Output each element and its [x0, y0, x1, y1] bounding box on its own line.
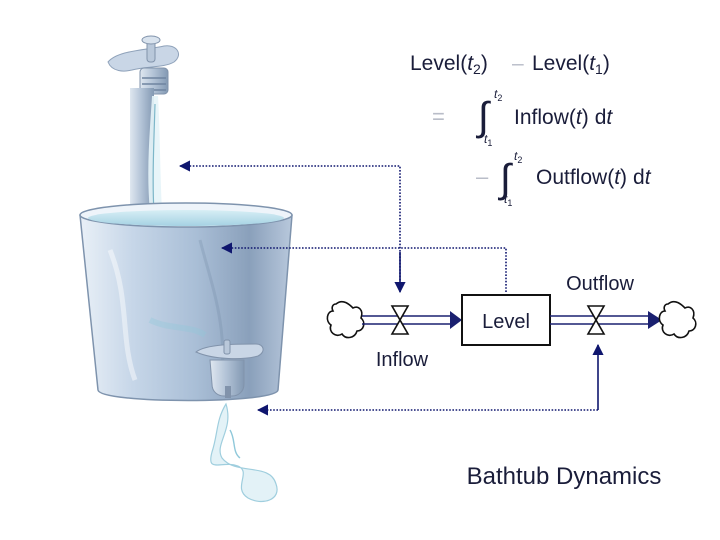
level-stock-box — [461, 294, 551, 346]
inflow-source-cloud-icon — [326, 300, 365, 339]
equation-level-t2: Level(t2) — [410, 52, 488, 77]
upper-limit-inflow: t2 — [494, 87, 502, 103]
equation-equals: = — [432, 104, 445, 129]
level-stock-label: Level — [482, 311, 530, 333]
integral-sign-outflow: ∫ — [498, 157, 514, 201]
outflow-valve-icon — [586, 305, 606, 335]
equation-minus-outflow: – — [476, 164, 489, 189]
inflow-valve-icon — [390, 305, 410, 335]
lower-limit-outflow: t1 — [504, 192, 512, 208]
outflow-pipe — [550, 311, 662, 329]
outflow-to-drain-link — [256, 343, 604, 416]
inflow-term: Inflow(t)dt — [514, 106, 613, 129]
water-stream — [148, 96, 162, 213]
outflow-label: Outflow — [566, 273, 634, 295]
bathtub-icon — [79, 202, 293, 402]
outflow-term: Outflow(t)dt — [536, 166, 652, 189]
upper-limit-outflow: t2 — [514, 149, 522, 165]
inflow-label: Inflow — [376, 349, 429, 371]
equation-minus: – — [512, 52, 524, 75]
faucet-top-icon — [107, 35, 179, 208]
integral-sign-inflow: ∫ — [476, 95, 492, 139]
outflow-sink-cloud-icon — [658, 300, 697, 339]
diagram-title: Bathtub Dynamics — [467, 463, 662, 490]
inflow-pipe — [362, 311, 462, 329]
puddle-icon — [210, 402, 278, 503]
lower-limit-inflow: t1 — [484, 132, 492, 148]
equation-level-t1: Level(t1) — [532, 52, 610, 77]
drain-faucet-icon — [195, 339, 264, 398]
integral-equation: Level(t2) – Level(t1) = ∫ t2 t1 Inflow(t… — [410, 52, 652, 208]
